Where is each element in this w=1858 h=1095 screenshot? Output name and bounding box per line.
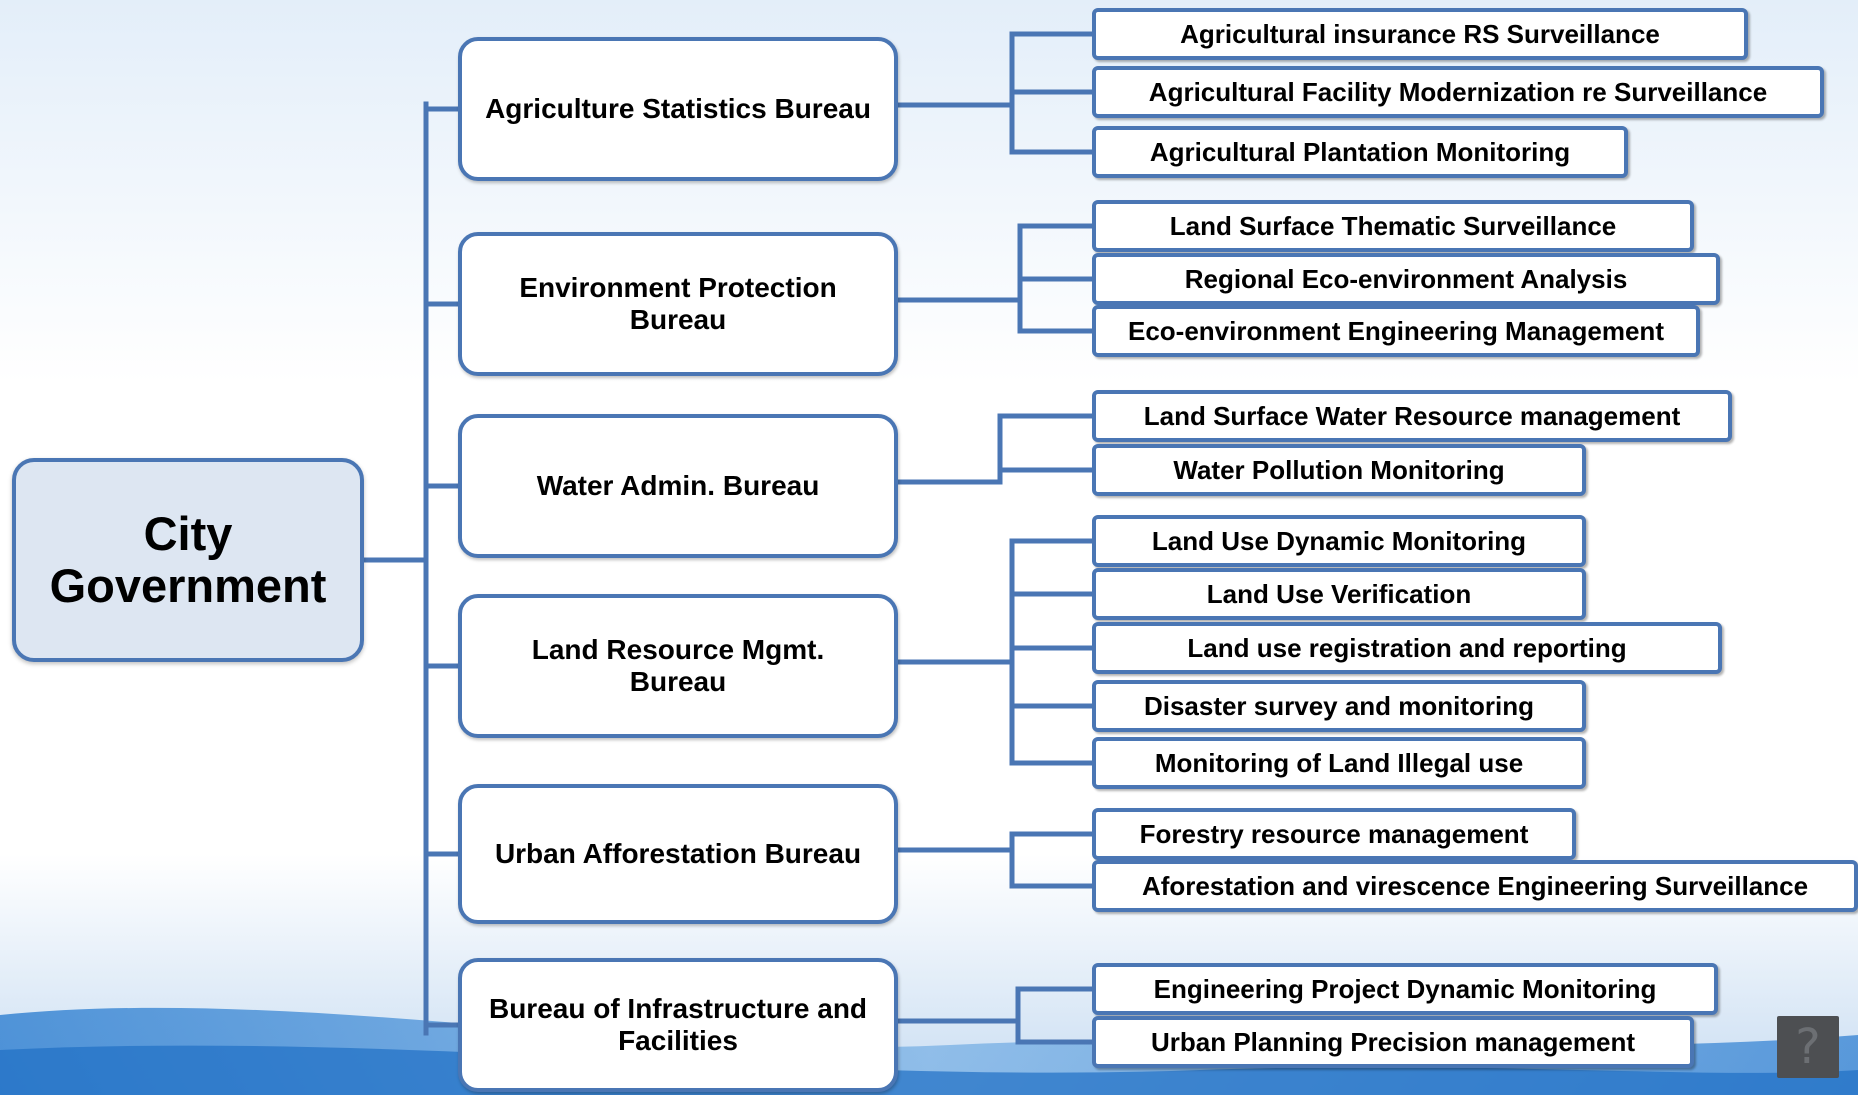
- task-forestry-resource-management: Forestry resource management: [1092, 808, 1576, 860]
- bureau-land-resource-mgmt: Land Resource Mgmt. Bureau: [458, 594, 898, 738]
- task-aforestation-virescence-engineering-surveillance: Aforestation and virescence Engineering …: [1092, 860, 1858, 912]
- bureau-agriculture-statistics: Agriculture Statistics Bureau: [458, 37, 898, 181]
- task-regional-eco-environment-analysis: Regional Eco-environment Analysis: [1092, 253, 1720, 305]
- root-node-city-government: City Government: [12, 458, 364, 662]
- bureau-environment-protection: Environment Protection Bureau: [458, 232, 898, 376]
- task-monitoring-land-illegal-use: Monitoring of Land Illegal use: [1092, 737, 1586, 789]
- task-land-surface-thematic-surveillance: Land Surface Thematic Surveillance: [1092, 200, 1694, 252]
- task-disaster-survey-monitoring: Disaster survey and monitoring: [1092, 680, 1586, 732]
- task-agricultural-plantation-monitoring: Agricultural Plantation Monitoring: [1092, 126, 1628, 178]
- task-land-use-dynamic-monitoring: Land Use Dynamic Monitoring: [1092, 515, 1586, 567]
- task-urban-planning-precision-management: Urban Planning Precision management: [1092, 1016, 1694, 1068]
- task-water-pollution-monitoring: Water Pollution Monitoring: [1092, 444, 1586, 496]
- bureau-urban-afforestation: Urban Afforestation Bureau: [458, 784, 898, 924]
- bureau-infrastructure-facilities: Bureau of Infrastructure and Facilities: [458, 958, 898, 1092]
- task-land-use-verification: Land Use Verification: [1092, 568, 1586, 620]
- help-button[interactable]: ?: [1777, 1016, 1839, 1078]
- task-eco-environment-engineering-management: Eco-environment Engineering Management: [1092, 305, 1700, 357]
- task-agricultural-insurance-rs-surveillance: Agricultural insurance RS Surveillance: [1092, 8, 1748, 60]
- task-land-use-registration-reporting: Land use registration and reporting: [1092, 622, 1722, 674]
- task-agricultural-facility-modernization-surveillance: Agricultural Facility Modernization re S…: [1092, 66, 1824, 118]
- task-land-surface-water-resource-management: Land Surface Water Resource management: [1092, 390, 1732, 442]
- bureau-water-admin: Water Admin. Bureau: [458, 414, 898, 558]
- task-engineering-project-dynamic-monitoring: Engineering Project Dynamic Monitoring: [1092, 963, 1718, 1015]
